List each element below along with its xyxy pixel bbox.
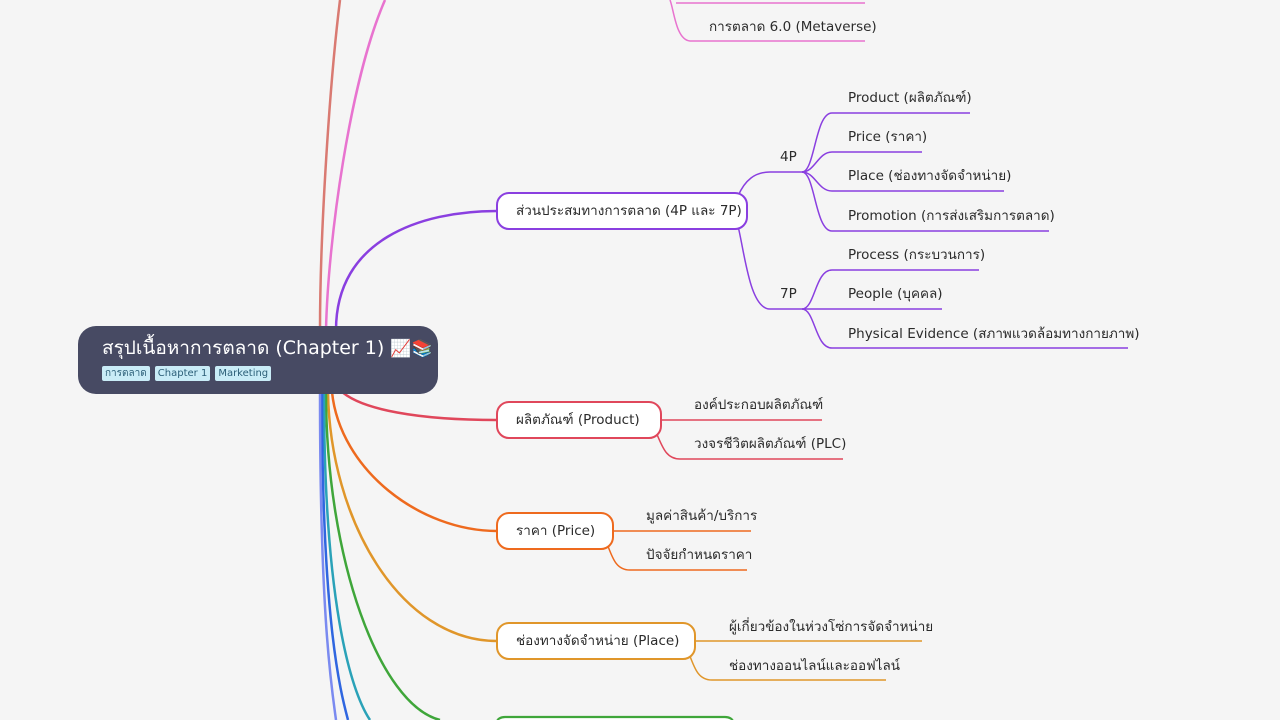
- product-label: ผลิตภัณฑ์ (Product): [516, 411, 640, 428]
- product-item-plc[interactable]: วงจรชีวิตผลิตภัณฑ์ (PLC): [694, 435, 846, 452]
- 7p-to-process: [801, 269, 979, 310]
- 7p-item-process[interactable]: Process (กระบวนการ): [848, 247, 985, 263]
- mix-to-7p: [737, 225, 802, 310]
- chart-books-emoji-icon: 📈📚: [390, 339, 433, 359]
- marketing-mix-branch: [737, 112, 1128, 349]
- product-node[interactable]: [496, 401, 662, 439]
- 4p-to-price: [801, 151, 922, 173]
- tag-marketing[interactable]: Marketing: [215, 366, 272, 381]
- 4p-to-promotion: [801, 171, 1049, 232]
- connector-periwinkle: [318, 391, 338, 720]
- root-node[interactable]: สรุปเนื้อหาการตลาด (Chapter 1) 📈📚 การตลา…: [78, 326, 438, 394]
- 7p-item-physical-evidence[interactable]: Physical Evidence (สภาพแวดล้อมทางกายภาพ): [848, 326, 1140, 342]
- 7p-to-physical: [801, 308, 1128, 349]
- connector-marketing-mix: [334, 209, 498, 331]
- connector-pink-top: [324, 0, 387, 331]
- price-node[interactable]: [496, 512, 614, 550]
- green-node-edge[interactable]: [496, 715, 734, 720]
- 4p-item-price[interactable]: Price (ราคา): [848, 129, 927, 145]
- root-title-row: สรุปเนื้อหาการตลาด (Chapter 1) 📈📚: [102, 336, 438, 361]
- price-label: ราคา (Price): [516, 523, 595, 539]
- connector-salmon-top: [318, 0, 342, 331]
- connector-place: [326, 391, 498, 643]
- 4p-item-place[interactable]: Place (ช่องทางจัดจำหน่าย): [848, 168, 1011, 184]
- mix-to-4p: [737, 171, 802, 197]
- 4p-to-place: [801, 171, 1004, 192]
- root-title: สรุปเนื้อหาการตลาด (Chapter 1): [102, 337, 385, 359]
- 4p-item-promotion[interactable]: Promotion (การส่งเสริมการตลาด): [848, 208, 1055, 224]
- connector-product: [339, 389, 498, 422]
- price-item-factors[interactable]: ปัจจัยกำหนดราคา: [646, 547, 752, 563]
- group-7p-label[interactable]: 7P: [780, 286, 797, 302]
- top-branch: [669, 0, 865, 42]
- 4p-to-product: [801, 112, 970, 173]
- connector-teal: [322, 391, 372, 720]
- 4p-item-product[interactable]: Product (ผลิตภัณฑ์): [848, 89, 972, 106]
- tag-marketing-thai[interactable]: การตลาด: [102, 366, 150, 381]
- root-connectors: [318, 0, 498, 720]
- place-item-online-offline[interactable]: ช่องทางออนไลน์และออฟไลน์: [729, 657, 900, 674]
- connector-blue: [320, 391, 350, 720]
- group-4p-label[interactable]: 4P: [780, 149, 797, 165]
- marketing-mix-label: ส่วนประสมทางการตลาด (4P และ 7P): [516, 203, 742, 219]
- top-branch-curve: [669, 0, 865, 42]
- connector-green: [324, 391, 441, 720]
- marketing-mix-node[interactable]: [496, 192, 748, 230]
- place-label: ช่องทางจัดจำหน่าย (Place): [516, 633, 679, 649]
- place-item-supply-chain[interactable]: ผู้เกี่ยวข้องในห่วงโซ่การจัดจำหน่าย: [729, 617, 933, 635]
- connector-price: [330, 391, 498, 533]
- root-tags: การตลาด Chapter 1 Marketing: [102, 366, 438, 381]
- place-node[interactable]: [496, 622, 696, 660]
- top-item-label[interactable]: การตลาด 6.0 (Metaverse): [709, 19, 877, 35]
- product-item-components[interactable]: องค์ประกอบผลิตภัณฑ์: [694, 396, 823, 413]
- tag-chapter-1[interactable]: Chapter 1: [154, 366, 211, 381]
- price-item-value[interactable]: มูลค่าสินค้า/บริการ: [646, 508, 757, 524]
- 7p-item-people[interactable]: People (บุคคล): [848, 286, 943, 302]
